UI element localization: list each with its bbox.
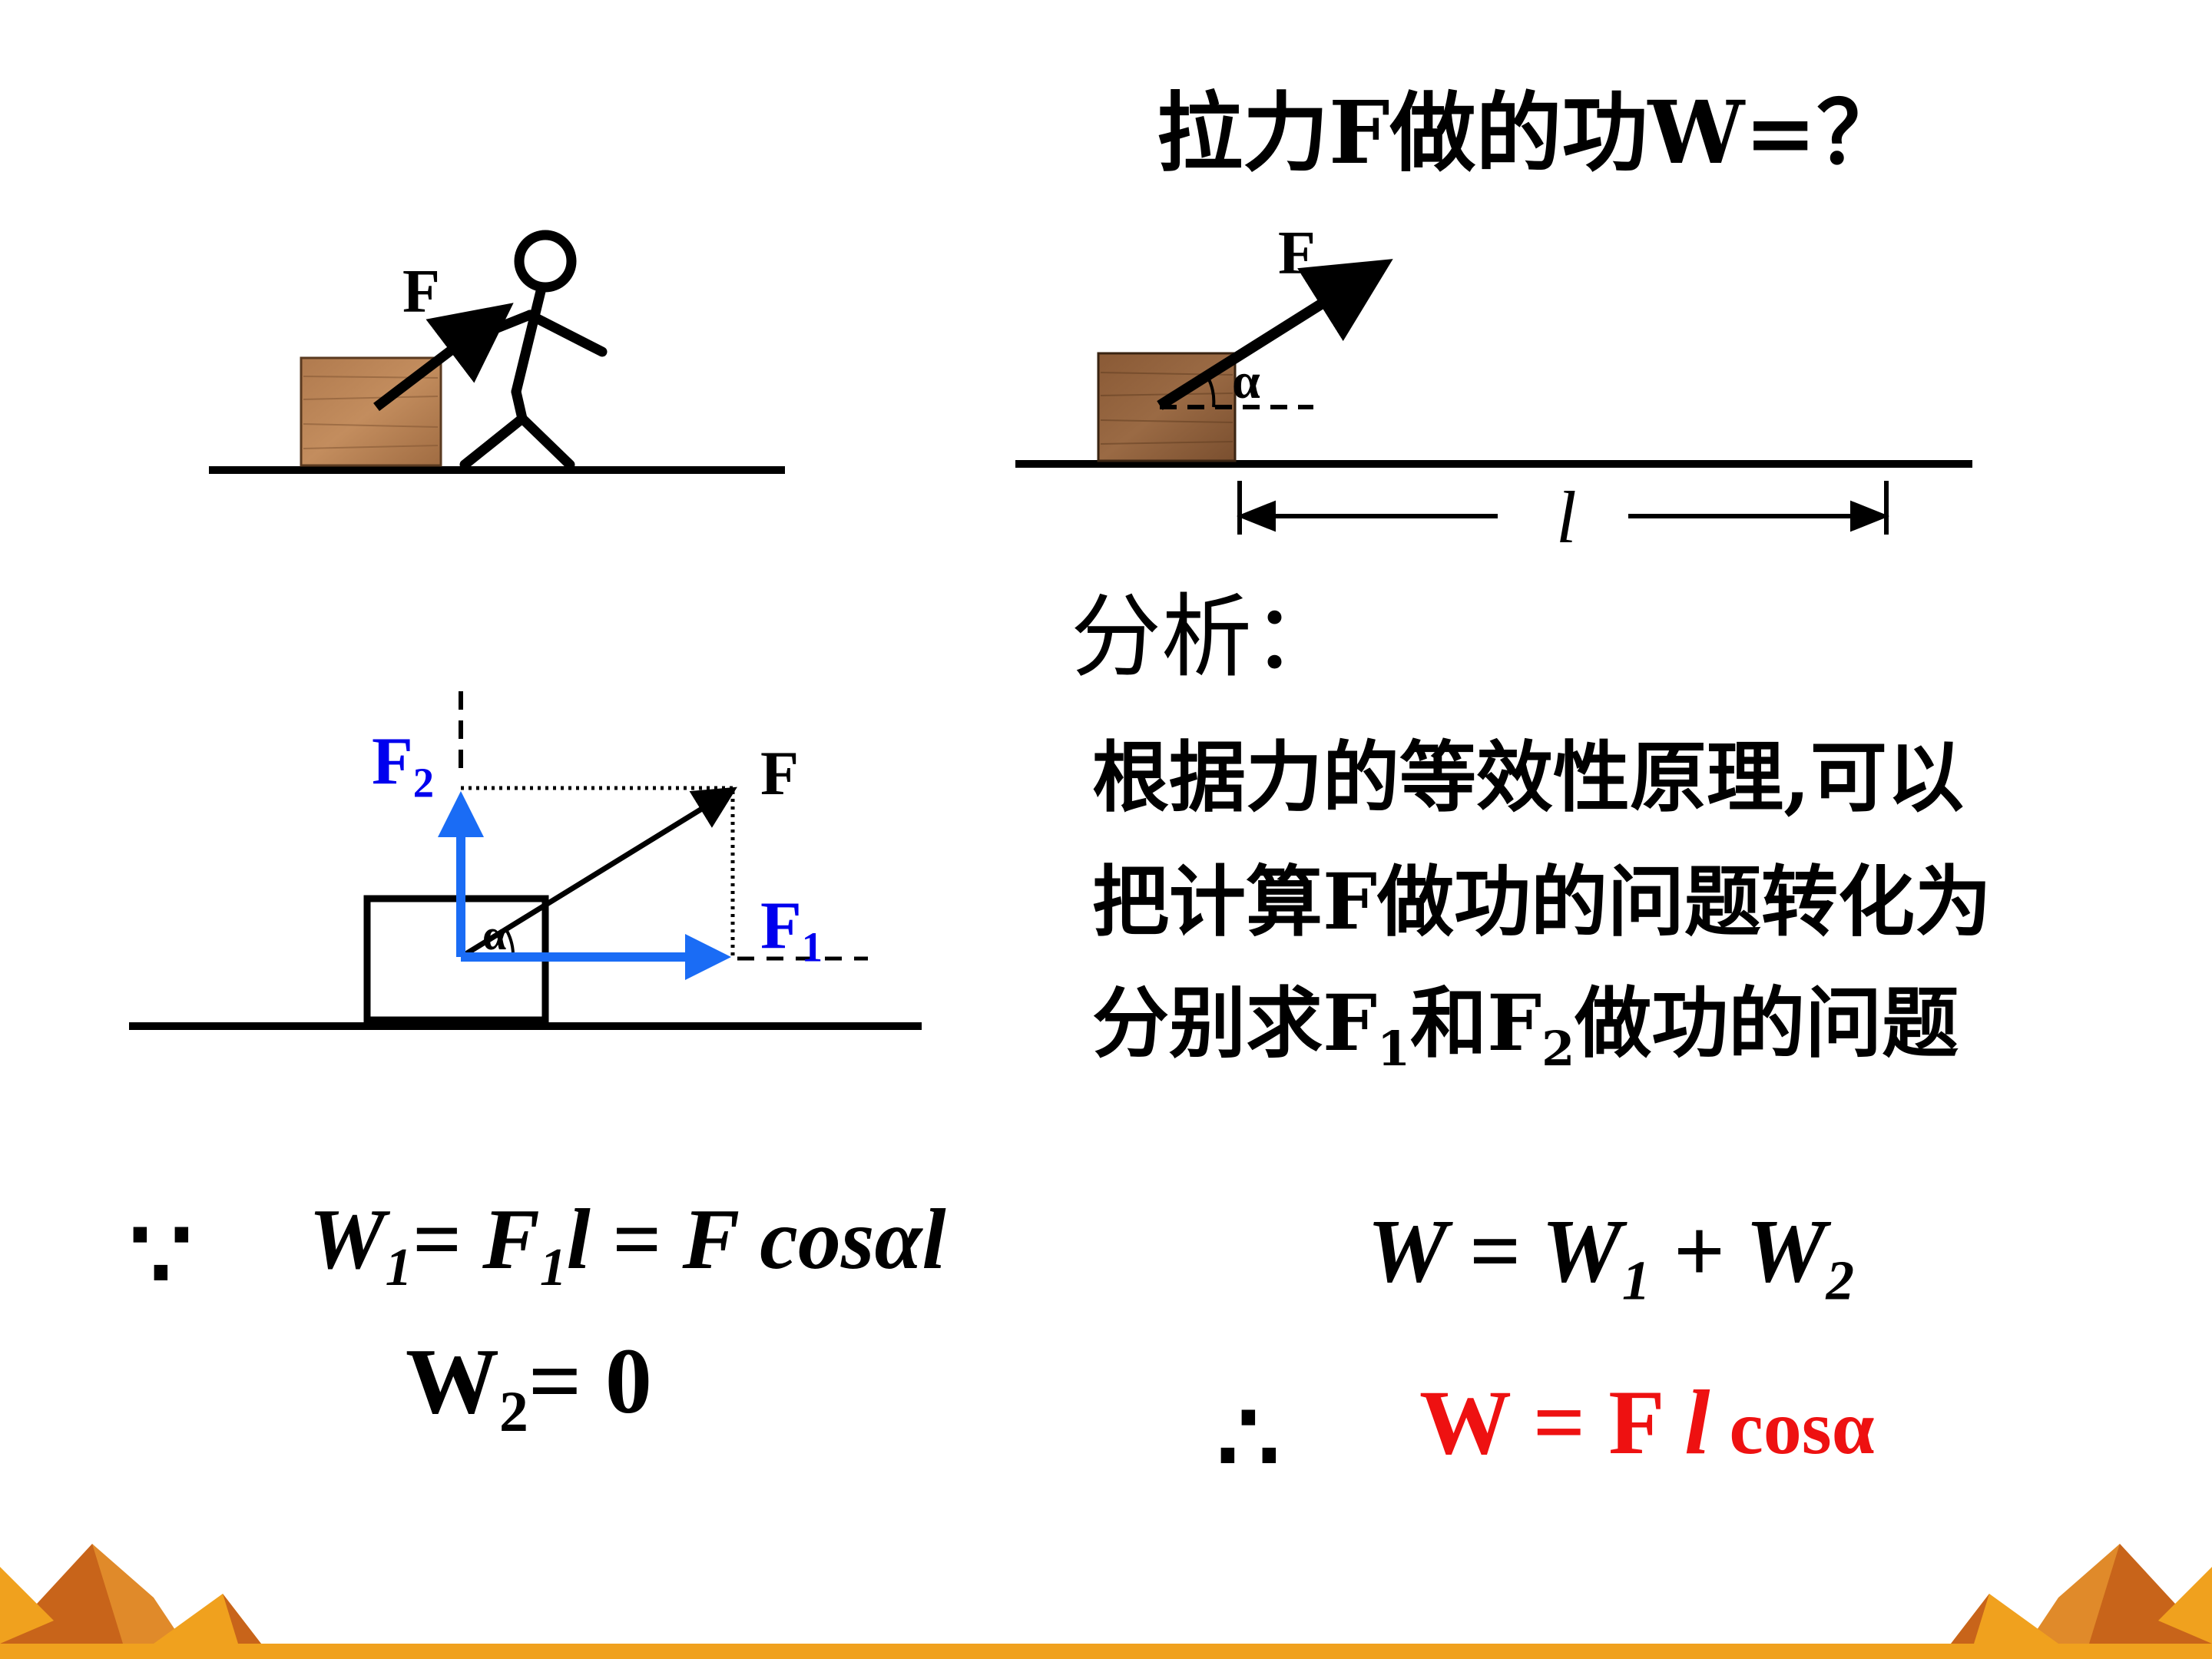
distance-label: l	[1556, 476, 1577, 558]
analysis-heading: 分析：	[1071, 584, 1343, 690]
equation-w1: W1= F1l = F cosαl	[309, 1197, 946, 1295]
w1-subscript: 1	[385, 1238, 412, 1298]
decomp-f2-label: F2	[372, 728, 434, 804]
diagram-angled-force	[1015, 259, 1972, 535]
therefore-symbol: ∴	[1217, 1383, 1280, 1494]
sum-sub1: 1	[1621, 1249, 1651, 1312]
force-arrow	[1157, 259, 1393, 410]
w2-letter: W	[406, 1330, 499, 1433]
diagram-force-decomposition	[129, 691, 922, 1030]
w2-rest: = 0	[528, 1330, 652, 1433]
result-cos: cosα	[1710, 1385, 1875, 1470]
equation-w2: W2= 0	[406, 1335, 652, 1442]
distance-indicator	[1236, 481, 1890, 535]
analysis-line-3-c: 做功的问题	[1575, 978, 1959, 1068]
result-main: W = F	[1419, 1371, 1685, 1473]
force-label-angled: F	[1278, 220, 1316, 287]
analysis-line-1: 根据力的等效性原理,可以	[1092, 732, 1964, 823]
result-l: l	[1684, 1371, 1710, 1473]
question-title: 拉力F做的功W=？	[1157, 91, 1902, 177]
footer-decoration	[0, 1544, 2212, 1659]
f1-subscript: 1	[801, 923, 823, 971]
because-symbol: ∵	[129, 1200, 193, 1311]
w2-subscript: 2	[499, 1380, 528, 1445]
sum-sub2: 2	[1826, 1249, 1855, 1312]
equation-result: W = F l cosα	[1419, 1376, 1875, 1469]
diagram-person-pulling-box	[209, 230, 785, 474]
f2-subscript: 2	[412, 759, 435, 806]
force-label-person: F	[402, 258, 440, 326]
analysis-line-2: 把计算F做功的问题转化为	[1092, 856, 1992, 947]
force-arrow	[373, 303, 514, 412]
equation-sum: W = W1 + W2	[1367, 1206, 1854, 1309]
analysis-line-3-b: 和F	[1410, 978, 1542, 1068]
decomp-angle-label: α	[482, 912, 507, 959]
w1-rest: l = F cosαl	[566, 1192, 946, 1287]
angle-label-angled: α	[1232, 353, 1260, 409]
analysis-line-3-sub1: 1	[1377, 1020, 1411, 1077]
sum-lhs: W = W	[1367, 1200, 1622, 1301]
sum-plus: + W	[1650, 1200, 1826, 1301]
decomp-force-label: F	[760, 738, 800, 808]
question-label: 拉力F做的功W	[1157, 83, 1745, 184]
w1-f-subscript: 1	[539, 1238, 567, 1298]
f2-letter: F	[372, 724, 413, 799]
w1-letter: W	[309, 1192, 386, 1287]
stick-figure	[459, 230, 608, 470]
analysis-line-3-a: 分别求F	[1092, 978, 1377, 1068]
angle-arc	[1206, 376, 1216, 408]
footer-band	[0, 1644, 2212, 1659]
analysis-line-3: 分别求F1和F2做功的问题	[1092, 985, 1959, 1073]
decomp-f1-label: F1	[760, 892, 823, 969]
force-arrow	[459, 786, 737, 959]
w1-equals: = F	[412, 1192, 540, 1287]
question-suffix: =？	[1744, 83, 1903, 184]
analysis-line-3-sub2: 2	[1541, 1020, 1575, 1077]
f1-letter: F	[760, 889, 802, 963]
